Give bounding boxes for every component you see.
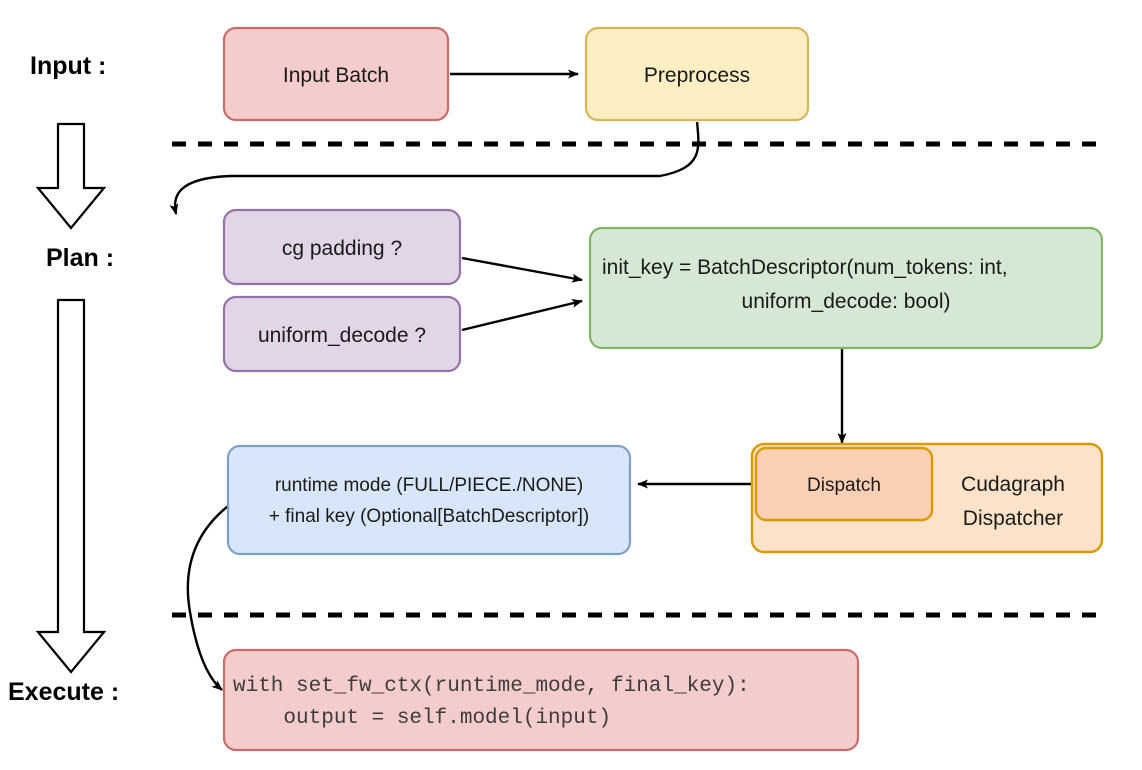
node-uniform-decode[interactable]: uniform_decode ?	[222, 295, 462, 373]
node-preprocess-shape	[584, 26, 810, 122]
node-init-key-label-line1: init_key = BatchDescriptor(num_tokens: i…	[602, 256, 1008, 279]
stage-label-execute: Execute :	[8, 678, 119, 706]
node-dispatch-label: Dispatch	[807, 475, 881, 496]
stage-block-arrow-input-to-plan	[35, 122, 107, 230]
edge-preprocess-to-cg-padding	[169, 121, 700, 215]
edge-cg-padding-to-init-key	[461, 256, 583, 283]
node-cg-padding-label: cg padding ?	[282, 237, 402, 260]
node-execute-code-line2: output = self.model(input)	[233, 707, 611, 730]
node-input-batch-shape	[222, 26, 450, 122]
node-execute-code-line1: with set_fw_ctx(runtime_mode, final_key)…	[233, 675, 750, 698]
edge-uniform-decode-to-init-key	[461, 298, 583, 332]
node-init-key[interactable]: init_key = BatchDescriptor(num_tokens: i…	[588, 226, 1104, 350]
stage-label-input: Input :	[30, 52, 106, 80]
node-cg-padding[interactable]: cg padding ?	[222, 208, 462, 286]
node-cudagraph-dispatcher-label-line1: Cudagraph	[961, 473, 1065, 496]
node-input-batch-label: Input Batch	[283, 64, 389, 87]
node-dispatch[interactable]: Dispatch	[754, 446, 934, 522]
node-cudagraph-dispatcher-label-line2: Dispatcher	[963, 507, 1063, 530]
node-execute-code[interactable]: with set_fw_ctx(runtime_mode, final_key)…	[222, 648, 860, 752]
node-init-key-label-line2: uniform_decode: bool)	[742, 290, 951, 313]
node-runtime-mode-key-label-line1: runtime mode (FULL/PIECE./NONE)	[275, 475, 583, 496]
node-dispatch-shape	[754, 446, 934, 522]
node-preprocess[interactable]: Preprocess	[584, 26, 810, 122]
stage-label-plan: Plan :	[46, 244, 114, 272]
node-runtime-mode-key-label-line2: + final key (Optional[BatchDescriptor])	[269, 506, 590, 527]
node-uniform-decode-shape	[222, 295, 462, 373]
node-execute-code-shape	[222, 648, 860, 752]
node-preprocess-label: Preprocess	[644, 64, 750, 87]
stage-block-arrow-plan-to-execute	[35, 298, 107, 674]
node-uniform-decode-label: uniform_decode ?	[258, 324, 426, 347]
node-runtime-mode-key[interactable]: runtime mode (FULL/PIECE./NONE) + final …	[226, 444, 632, 556]
node-cg-padding-shape	[222, 208, 462, 286]
edge-runtime-mode-to-execute-code	[186, 499, 237, 691]
node-runtime-mode-key-shape	[226, 444, 632, 556]
node-init-key-shape	[588, 226, 1104, 350]
node-input-batch[interactable]: Input Batch	[222, 26, 450, 122]
